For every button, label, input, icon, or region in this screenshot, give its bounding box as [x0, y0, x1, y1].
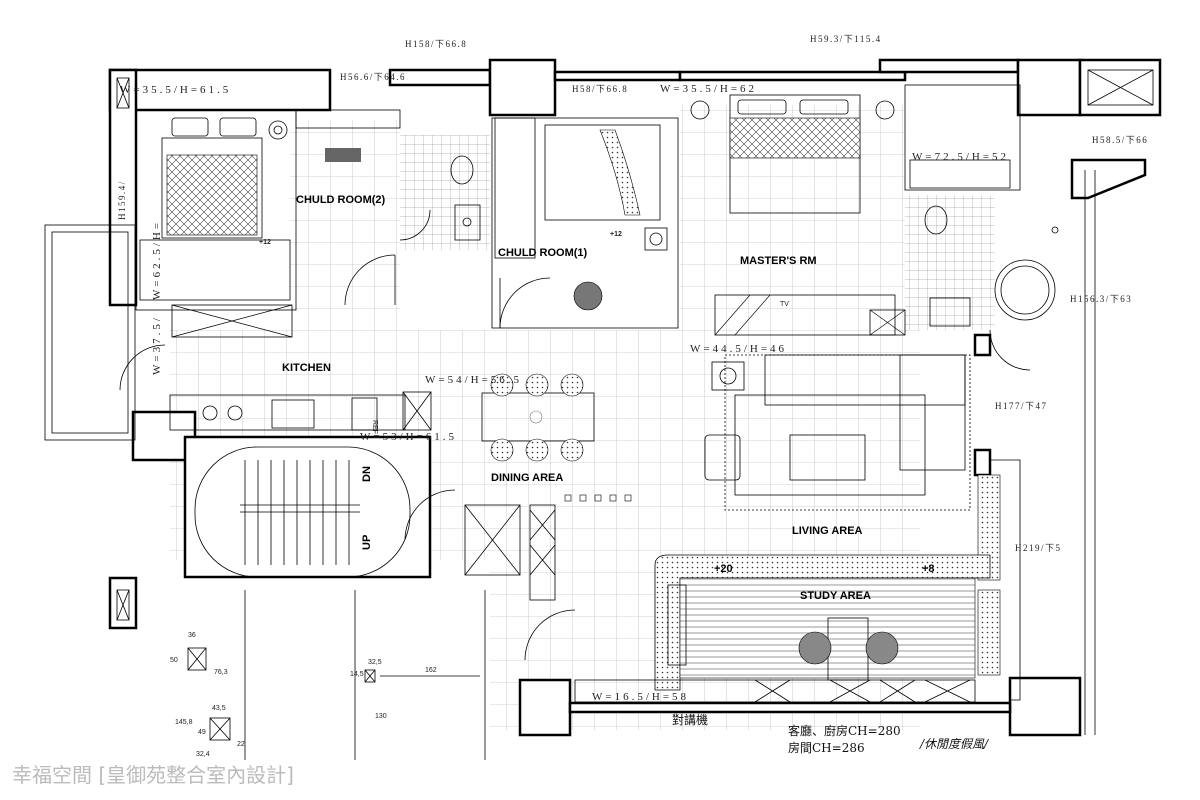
label-up: UP: [361, 535, 373, 550]
dim-living-window: W=44.5/H=46: [690, 343, 787, 355]
dim-left-mid: W=62.5/H=: [151, 220, 163, 300]
mini-dim-145: 14,5: [350, 671, 364, 678]
left-balcony: [44, 224, 136, 441]
dim-right-upper: H58.5/下66: [1092, 135, 1148, 145]
dim-left-upper: H159.4/: [117, 180, 127, 220]
bath-1: [399, 155, 481, 241]
room-label-living: LIVING AREA: [792, 525, 863, 537]
room-label-child-1: CHULD ROOM(1): [498, 247, 588, 259]
mini-dim-324: 32,4: [196, 751, 210, 758]
dim-right-side: H177/下47: [995, 401, 1048, 411]
room-label-dining: DINING AREA: [491, 472, 563, 484]
mini-dim-36: 36: [188, 632, 196, 639]
dim-right-mid: H156.3/下63: [1070, 294, 1132, 304]
label-plus12-b: +12: [610, 231, 622, 238]
master-bath: [904, 84, 1059, 371]
watermark: 幸福空間 [皇御苑整合室內設計]: [12, 763, 294, 787]
dim-dining-window: W=54/H=56.5: [425, 374, 522, 386]
mini-dim-435: 43,5: [212, 705, 226, 712]
dining-area: [481, 373, 595, 462]
child-room-1: [491, 117, 679, 329]
mini-dim-325: 32,5: [368, 659, 382, 666]
room-label-kitchen: KITCHEN: [282, 362, 331, 374]
dim-child1-window: H58/下66.8: [572, 84, 628, 94]
mini-details: [187, 590, 486, 760]
dim-child2-upper: H56.6/下64.6: [340, 72, 406, 82]
living-area: [704, 354, 1001, 581]
dim-top-left: H158/下66.8: [405, 39, 467, 49]
staircase: [183, 435, 632, 661]
dim-right-lower: H219/下5: [1015, 543, 1062, 553]
mini-dim-162: 162: [425, 667, 437, 674]
dim-child2-window: W=35.5/H=61.5: [120, 84, 231, 96]
shafts: [116, 69, 1154, 621]
mini-dim-22: 22: [237, 741, 245, 748]
style-label: /休閒度假風/: [919, 737, 990, 751]
study-area: [574, 554, 1001, 703]
mini-dim-130: 130: [375, 713, 387, 720]
label-tv: TV: [780, 301, 789, 308]
label-plus8: +8: [922, 563, 935, 575]
room-label-study: STUDY AREA: [800, 590, 871, 602]
room-label-master: MASTER'S RM: [740, 255, 817, 267]
label-ac-unit: 對講機: [672, 712, 708, 727]
child-room-2: [135, 109, 401, 311]
dim-left-lower: W=37.5/: [151, 315, 163, 375]
mini-dim-50: 50: [170, 657, 178, 664]
dim-master-bath-window: W=72.5/H=52: [912, 151, 1009, 163]
dim-top-mid: H59.3/下115.4: [810, 34, 882, 44]
dim-master-window: W=35.5/H=62: [660, 83, 757, 95]
label-ref: REF: [371, 420, 378, 434]
mini-dim-1458: 145,8: [175, 719, 193, 726]
room-label-child-2: CHULD ROOM(2): [296, 194, 386, 206]
mini-dim-763: 76,3: [214, 669, 228, 676]
dim-study-window: W=16.5/H=58: [592, 691, 689, 703]
ceiling-height-2: 房間CH=286: [788, 740, 865, 755]
ceiling-height-1: 客廳、廚房CH=280: [788, 723, 901, 738]
label-plus20: +20: [714, 563, 733, 575]
master-room: [690, 94, 906, 336]
dim-kitchen-window: W=53/H=61.5: [360, 431, 457, 443]
label-dn: DN: [361, 466, 373, 482]
kitchen: [119, 304, 432, 431]
label-plus12-a: +12: [259, 239, 271, 246]
mini-dim-49: 49: [198, 729, 206, 736]
right-edge: [990, 170, 1096, 735]
